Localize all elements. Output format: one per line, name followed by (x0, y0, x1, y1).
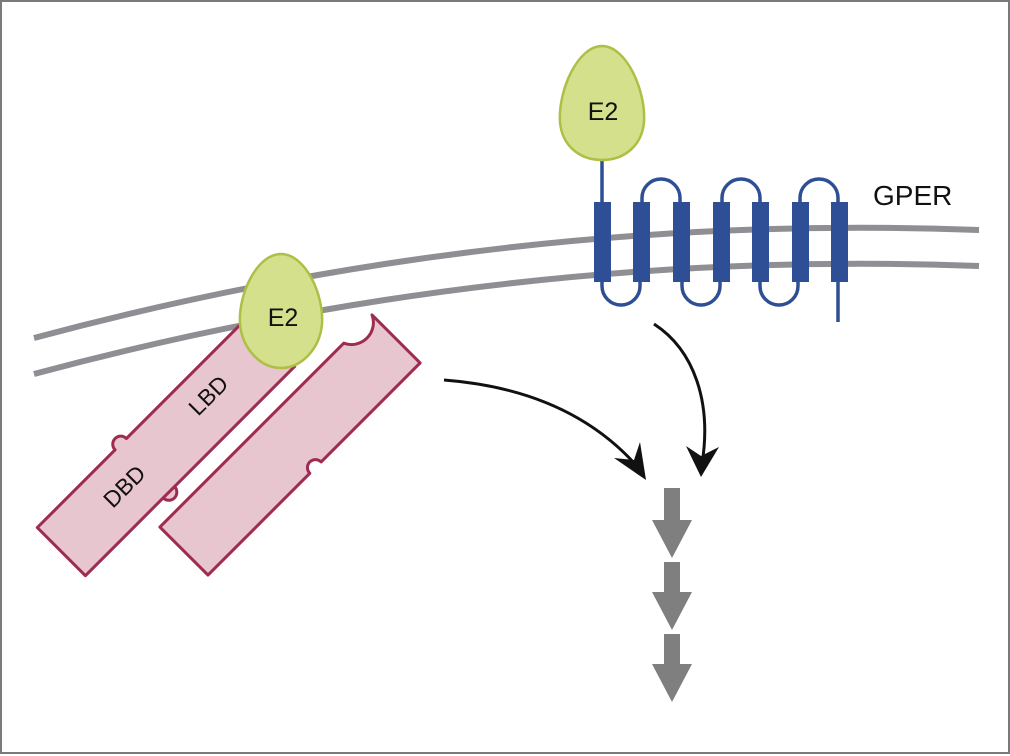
gper-intracellular-loop-1 (600, 280, 642, 307)
gper-signal-arrowhead (686, 446, 719, 477)
gper-helix-6 (792, 202, 809, 282)
er-signal-arrow (443, 378, 644, 473)
gper-helix-3 (673, 202, 690, 282)
gper-helix-5 (752, 202, 769, 282)
cascade-arrow-2 (652, 562, 692, 630)
gper-transmembrane-helices (594, 202, 848, 282)
gper-label: GPER (873, 180, 952, 211)
gper-intracellular-loop-2 (680, 280, 722, 307)
gper-intracellular-loop-3 (758, 280, 800, 307)
e2-receptor-ligand-shape (238, 252, 324, 370)
gper-helix-2 (633, 202, 650, 282)
cascade-arrow-3 (652, 634, 692, 702)
e2-receptor-label: E2 (268, 304, 299, 332)
signaling-arrows (443, 322, 719, 480)
e2-membrane-label: E2 (588, 98, 619, 126)
gper-extracellular-loop-3 (798, 177, 840, 204)
er-signal-arrowhead (614, 442, 646, 480)
e2-ligand-icon: E2 (558, 44, 646, 162)
gper-helix-1 (594, 202, 611, 282)
er-monomer-2 (158, 313, 422, 577)
estrogen-receptor-dimer-icon: LBD DBD (35, 313, 422, 578)
gper-extracellular-loop-2 (720, 177, 762, 204)
signaling-cascade-arrow-icon (652, 488, 692, 702)
gper-helix-7 (831, 202, 848, 282)
gper-helix-4 (713, 202, 730, 282)
cascade-arrow-1 (652, 488, 692, 558)
gper-extracellular-loop-1 (640, 177, 682, 204)
gper-signal-arrow (653, 322, 707, 465)
gper-receptor-icon (600, 160, 840, 322)
e2-ligand-icon: E2 (238, 252, 324, 370)
er-monomer-2-body (158, 313, 422, 577)
e2-membrane-ligand-shape (558, 44, 646, 162)
